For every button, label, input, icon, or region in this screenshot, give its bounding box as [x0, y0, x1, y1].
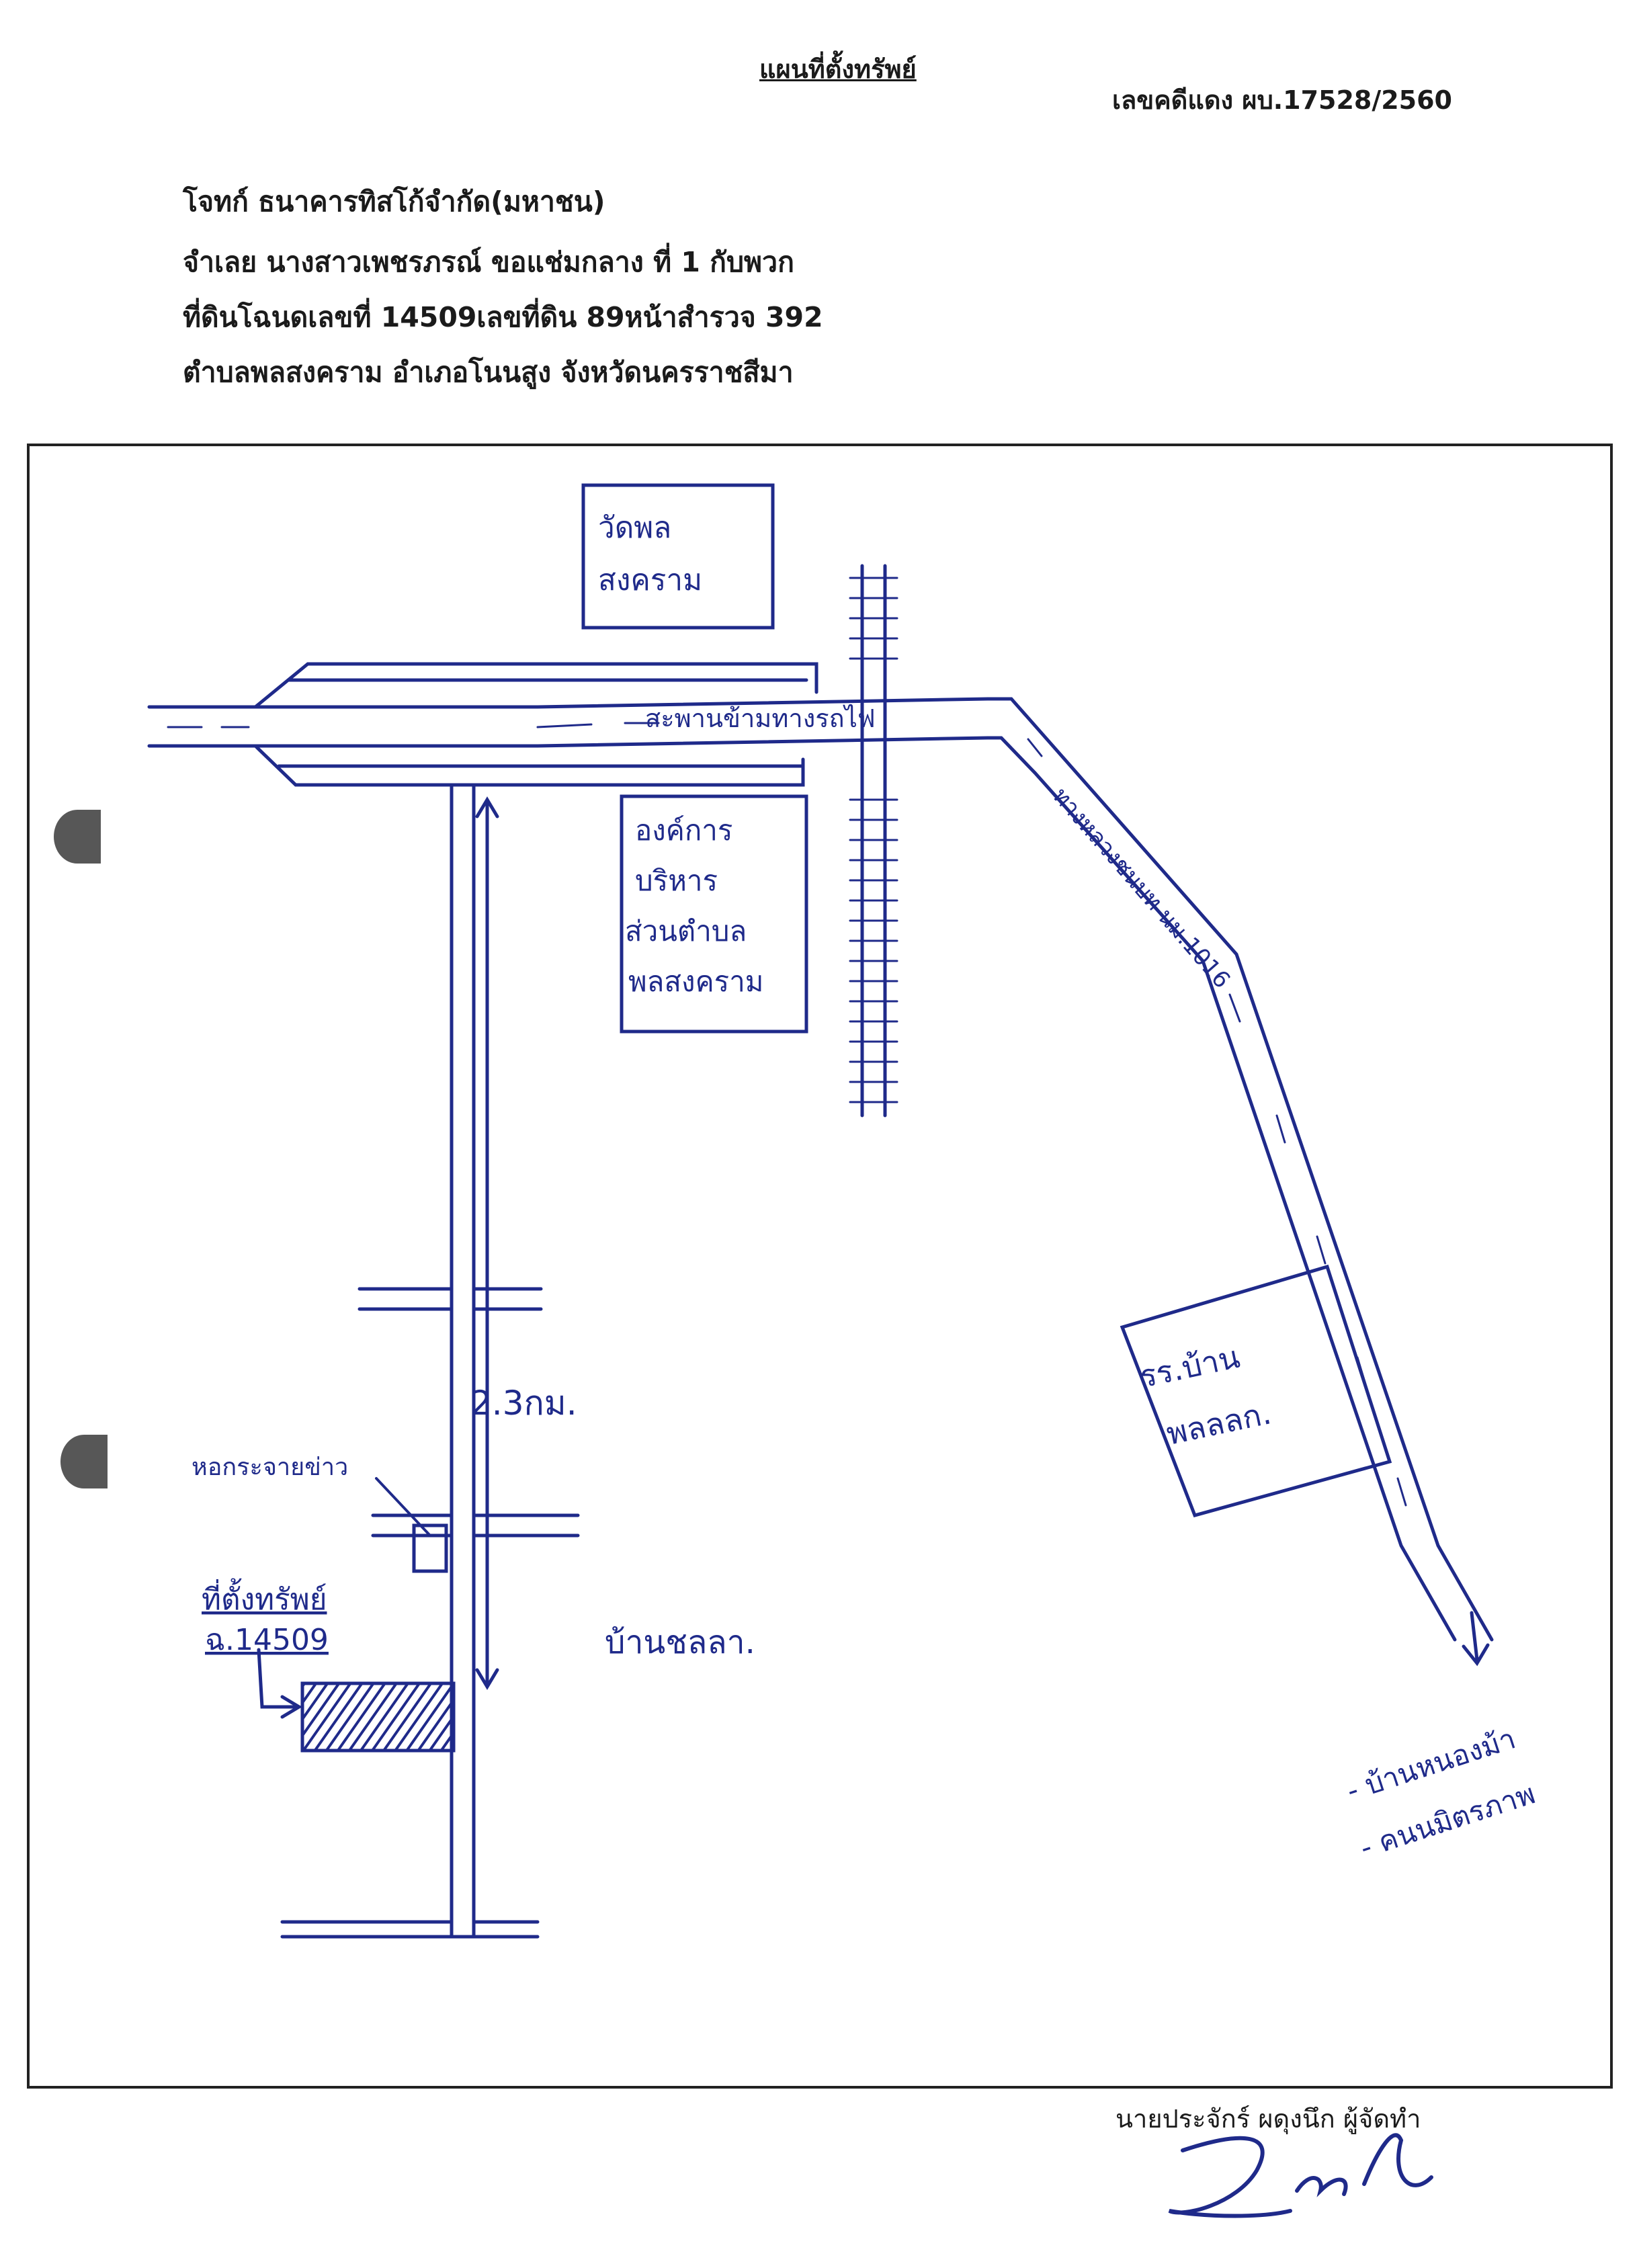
property-label-1: ที่ตั้งทรัพย์ [202, 1578, 327, 1617]
distance-label: 2.3กม. [470, 1384, 577, 1423]
school-label-2: พลลลก. [1163, 1394, 1274, 1452]
overpass-road [253, 662, 818, 787]
location-line: ตำบลพลสงคราม อำเภอโนนสูง จังหวัดนครราชสี… [183, 356, 794, 388]
property-label-2: ฉ.14509 [205, 1623, 329, 1657]
map-frame [27, 444, 1613, 2089]
property-arrow [257, 1648, 302, 1719]
plaintiff-line: โจทก์ ธนาคารทิสโก้จำกัด(มหาชน) [183, 185, 605, 218]
punch-hole-top [54, 810, 101, 864]
temple-label-1: วัดพล [598, 511, 671, 545]
sao-label-1: องค์การ [635, 814, 732, 847]
temple-box [581, 483, 775, 630]
sao-label-3: ส่วนตำบล [625, 915, 747, 948]
bottom-street [280, 1920, 540, 1939]
main-road [147, 705, 257, 748]
document-title: แผนที่ตั้งทรัพย์ [759, 54, 917, 84]
temple-label-2: สงคราม [598, 563, 702, 597]
school-box [1120, 1264, 1392, 1518]
signature [1168, 2133, 1433, 2218]
case-number: เลขคดีแดง ผบ.17528/2560 [1112, 85, 1452, 115]
defendant-line: จำเลย นางสาวเพชรภรณ์ ขอแช่มกลาง ที่ 1 กั… [183, 246, 794, 278]
highway-road [999, 697, 1494, 1642]
school-label-1: รร.บ้าน [1136, 1339, 1243, 1395]
property-lot [300, 1681, 456, 1753]
water-tower-label: หอกระจายข่าว [192, 1454, 348, 1481]
sao-label-2: บริหาร [635, 864, 718, 897]
village-label: บ้านชลลา. [605, 1624, 755, 1661]
water-tower-box [412, 1523, 448, 1573]
highway-arrow [1462, 1611, 1490, 1667]
distance-arrow [475, 796, 499, 1690]
land-deed-line: ที่ดินโฉนดเลขที่ 14509เลขที่ดิน 89หน้าสำ… [183, 301, 823, 333]
highway-label: ทางหลวงชนบท นม.1016 [1047, 783, 1235, 994]
sao-label-4: พลสงคราม [628, 965, 764, 998]
overpass-label: สะพานข้ามทางรถไฟ [645, 704, 876, 733]
cross-street-1 [357, 1287, 543, 1311]
sao-box [620, 794, 808, 1034]
preparer-line: นายประจักร์ ผดุงนึก ผู้จัดทำ [1116, 2104, 1421, 2134]
punch-hole-bottom [60, 1435, 108, 1488]
local-road [450, 783, 476, 1937]
